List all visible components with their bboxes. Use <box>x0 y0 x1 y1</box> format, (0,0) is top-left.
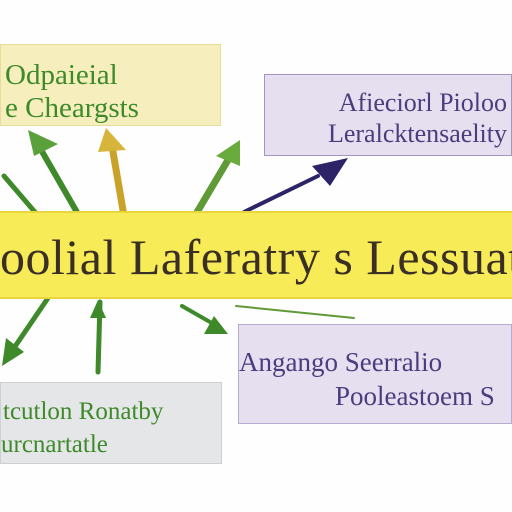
top-right-box-line-1: Afieciorl Pioloo <box>338 88 507 117</box>
arrow-down-to-bottom-left-box <box>90 299 106 375</box>
bottom-right-box: Angango Seerralio Pooleastoem S <box>238 324 512 424</box>
top-right-box-line-2: Leralcktensaelity <box>327 119 507 148</box>
arrow-to-top-left-box <box>28 130 81 217</box>
bottom-left-box-line-2: urcnartatle <box>1 431 108 458</box>
top-left-box-line-1: Odpaieial <box>5 59 118 91</box>
bottom-right-box-line-1: Angango Seerralio <box>239 347 443 377</box>
arrow-gold-up <box>98 128 128 220</box>
bottom-right-box-line-2: Pooleastoem S <box>335 381 495 411</box>
connector-line-bottom-right <box>235 305 355 319</box>
central-banner: oolial Laferatry s Lessuatio <box>0 211 512 299</box>
arrow-to-top-right-box <box>242 158 348 214</box>
arrow-to-bottom-right-box <box>180 304 228 334</box>
top-left-box: Odpaieial e Cheargsts <box>0 44 221 126</box>
banner-title: oolial Laferatry s Lessuatio <box>0 229 512 285</box>
arrow-down-left <box>2 295 51 366</box>
top-left-box-line-2: e Cheargsts <box>5 92 139 124</box>
bottom-left-box: tcutlon Ronatby urcnartatle <box>0 382 222 464</box>
bottom-left-box-line-1: tcutlon Ronatby <box>3 398 164 425</box>
top-right-box: Afieciorl Pioloo Leralcktensaelity <box>264 74 512 156</box>
